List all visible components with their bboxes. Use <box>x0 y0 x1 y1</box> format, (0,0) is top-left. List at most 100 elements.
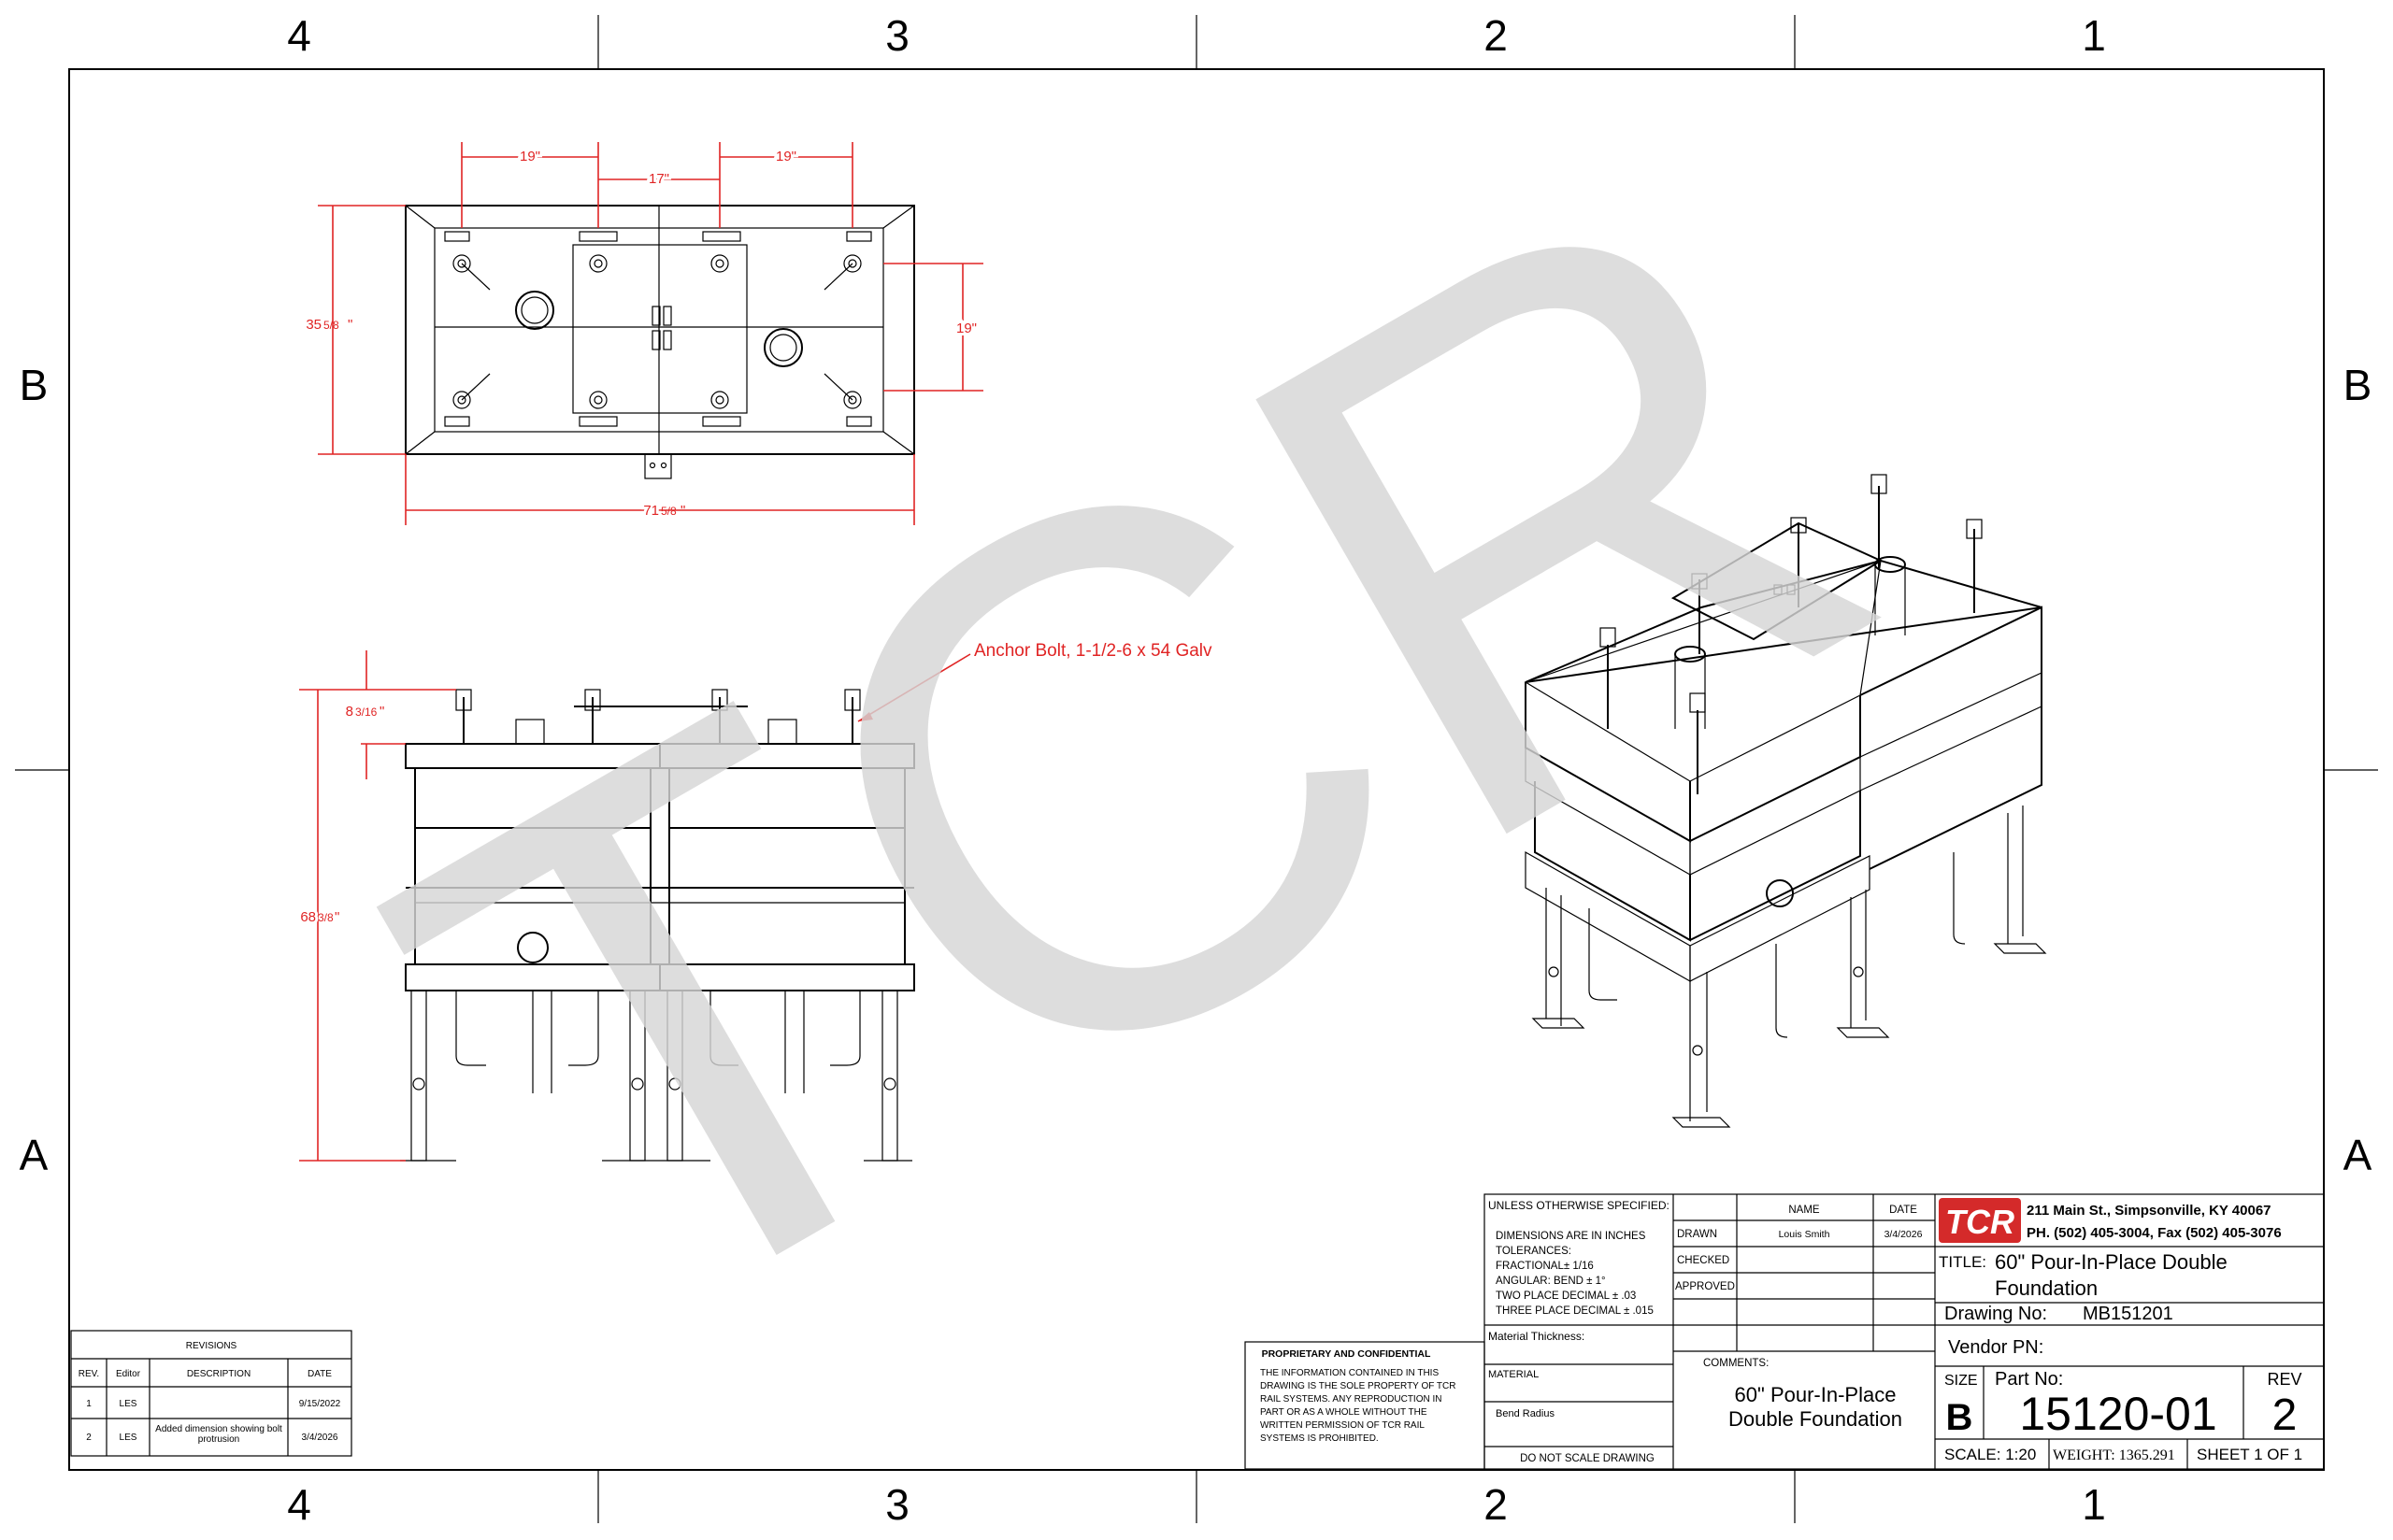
top-view-dimensions: 19" 17" 19" 35 5/8 " 19" 71 5/8 " <box>303 142 983 525</box>
rev-2-date: 3/4/2026 <box>302 1433 338 1443</box>
dim-width-whole: 71 <box>643 503 659 519</box>
tolerance-line-1: DIMENSIONS ARE IN INCHES <box>1496 1231 1646 1242</box>
title-line-1: 60" Pour-In-Place Double <box>1995 1250 2228 1274</box>
rev-value: 2 <box>2272 1390 2298 1440</box>
dim-width-inch: " <box>681 503 685 519</box>
zone-col-3-bottom: 3 <box>885 1480 910 1529</box>
front-view-dimensions: 68 3/8 " 8 3/16 " Anchor Bolt, 1-1/2-6 x… <box>297 641 1212 1162</box>
dim-bolt-inch: " <box>380 704 384 720</box>
dim-width-fraction: 5/8 <box>661 505 677 518</box>
title-block: UNLESS OTHERWISE SPECIFIED: DIMENSIONS A… <box>1483 1193 2325 1470</box>
size-value: B <box>1946 1397 1973 1438</box>
rev-2-editor: LES <box>120 1433 137 1443</box>
rev-header-date: DATE <box>308 1369 332 1379</box>
rev-header-rev: REV. <box>79 1369 99 1379</box>
sheet-frame <box>15 15 2378 1523</box>
tolerance-line-6: THREE PLACE DECIMAL ± .015 <box>1496 1305 1654 1317</box>
approvals-date-header: DATE <box>1889 1205 1917 1216</box>
drawn-label: DRAWN <box>1677 1229 1717 1240</box>
tolerance-line-5: TWO PLACE DECIMAL ± .03 <box>1496 1290 1636 1302</box>
revisions-table: REVISIONS REV. Editor DESCRIPTION DATE 1… <box>70 1330 352 1457</box>
proprietary-line-3: RAIL SYSTEMS. ANY REPRODUCTION IN <box>1260 1394 1441 1405</box>
isometric-view <box>1524 474 2047 1128</box>
rev-1-editor: LES <box>120 1399 137 1409</box>
part-no-value: 15120-01 <box>2019 1388 2216 1440</box>
rev-1-number: 1 <box>86 1399 92 1409</box>
zone-col-3-top: 3 <box>885 11 910 60</box>
dim-total-height-inch: " <box>335 909 339 925</box>
tolerance-heading: UNLESS OTHERWISE SPECIFIED: <box>1488 1199 1669 1212</box>
tolerance-line-2: TOLERANCES: <box>1496 1246 1571 1257</box>
material-label: MATERIAL <box>1488 1369 1539 1380</box>
company-phone: PH. (502) 405-3004, Fax (502) 405-3076 <box>2027 1225 2282 1241</box>
drawing-no-label: Drawing No: <box>1944 1304 2047 1324</box>
tcr-logo: TCR <box>1939 1198 2021 1243</box>
dim-total-height-whole: 68 <box>300 909 316 925</box>
proprietary-line-4: PART OR AS A WHOLE WITHOUT THE <box>1260 1407 1427 1418</box>
comments-line-2: Double Foundation <box>1728 1407 1902 1431</box>
rev-header-description: DESCRIPTION <box>187 1369 251 1379</box>
rev-header-editor: Editor <box>116 1369 141 1379</box>
dim-17-middle: 17" <box>649 171 669 187</box>
dim-19-right: 19" <box>776 149 796 164</box>
top-view <box>405 205 915 479</box>
proprietary-title: PROPRIETARY AND CONFIDENTIAL <box>1262 1348 1431 1360</box>
dim-total-height-fraction: 3/8 <box>318 911 334 924</box>
zone-col-2-top: 2 <box>1483 11 1508 60</box>
proprietary-line-2: DRAWING IS THE SOLE PROPERTY OF TCR <box>1260 1381 1455 1391</box>
zone-row-b-right: B <box>2343 361 2372 409</box>
zone-row-a-left: A <box>20 1131 49 1179</box>
dim-height-whole: 35 <box>306 317 322 333</box>
anchor-bolt-callout: Anchor Bolt, 1-1/2-6 x 54 Galv <box>974 641 1212 661</box>
tcr-watermark: TCR <box>283 30 1988 1484</box>
dim-bolt-whole: 8 <box>346 704 353 720</box>
proprietary-line-6: SYSTEMS IS PROHIBITED. <box>1260 1433 1379 1444</box>
zone-col-1-bottom: 1 <box>2082 1480 2106 1529</box>
approvals-name-header: NAME <box>1788 1205 1820 1216</box>
zone-col-2-bottom: 2 <box>1483 1480 1508 1529</box>
do-not-scale-label: DO NOT SCALE DRAWING <box>1520 1453 1655 1464</box>
material-thickness-label: Material Thickness: <box>1488 1330 1584 1343</box>
proprietary-notice: PROPRIETARY AND CONFIDENTIAL THE INFORMA… <box>1244 1341 1485 1470</box>
tolerance-line-4: ANGULAR: BEND ± 1° <box>1496 1276 1606 1287</box>
approved-label: APPROVED <box>1675 1281 1735 1292</box>
comments-line-1: 60" Pour-In-Place <box>1735 1383 1897 1406</box>
rev-label: REV <box>2267 1370 2301 1389</box>
dim-height-inch: " <box>348 317 352 333</box>
part-no-label: Part No: <box>1995 1369 2063 1390</box>
drawn-name: Louis Smith <box>1779 1229 1830 1240</box>
comments-label: COMMENTS: <box>1703 1358 1769 1369</box>
zone-labels: 4 3 2 1 4 3 2 1 B B A A <box>20 11 2372 1529</box>
zone-col-4-top: 4 <box>287 11 311 60</box>
weight-value: WEIGHT: 1365.291 <box>2053 1447 2175 1463</box>
proprietary-line-1: THE INFORMATION CONTAINED IN THIS <box>1260 1368 1439 1378</box>
dim-19-left: 19" <box>520 149 540 164</box>
tolerance-line-3: FRACTIONAL± 1/16 <box>1496 1261 1594 1272</box>
tcr-logo-text: TCR <box>1945 1203 2014 1241</box>
dim-19-vertical: 19" <box>956 321 977 336</box>
vendor-pn-label: Vendor PN: <box>1948 1337 2043 1358</box>
company-address: 211 Main St., Simpsonville, KY 40067 <box>2027 1203 2271 1219</box>
revisions-title: REVISIONS <box>186 1341 237 1351</box>
proprietary-line-5: WRITTEN PERMISSION OF TCR RAIL <box>1260 1420 1425 1431</box>
scale-value: SCALE: 1:20 <box>1944 1446 2036 1463</box>
front-view <box>400 689 915 1162</box>
zone-row-b-left: B <box>20 361 49 409</box>
checked-label: CHECKED <box>1677 1255 1729 1266</box>
title-label: TITLE: <box>1939 1253 1986 1271</box>
zone-col-4-bottom: 4 <box>287 1480 311 1529</box>
zone-col-1-top: 1 <box>2082 11 2106 60</box>
drawn-date: 3/4/2026 <box>1884 1229 1923 1240</box>
title-line-2: Foundation <box>1995 1276 2098 1300</box>
rev-1-date: 9/15/2022 <box>299 1399 341 1409</box>
sheet-value: SHEET 1 OF 1 <box>2197 1446 2302 1463</box>
rev-2-number: 2 <box>86 1433 92 1443</box>
size-label: SIZE <box>1944 1373 1978 1389</box>
rev-2-description: Added dimension showing bolt protrusion <box>155 1424 282 1445</box>
zone-row-a-right: A <box>2343 1131 2372 1179</box>
dim-bolt-fraction: 3/16 <box>355 706 378 719</box>
drawing-no-value: MB151201 <box>2083 1304 2173 1324</box>
dim-height-fraction: 5/8 <box>323 319 339 332</box>
bend-radius-label: Bend Radius <box>1496 1408 1555 1419</box>
